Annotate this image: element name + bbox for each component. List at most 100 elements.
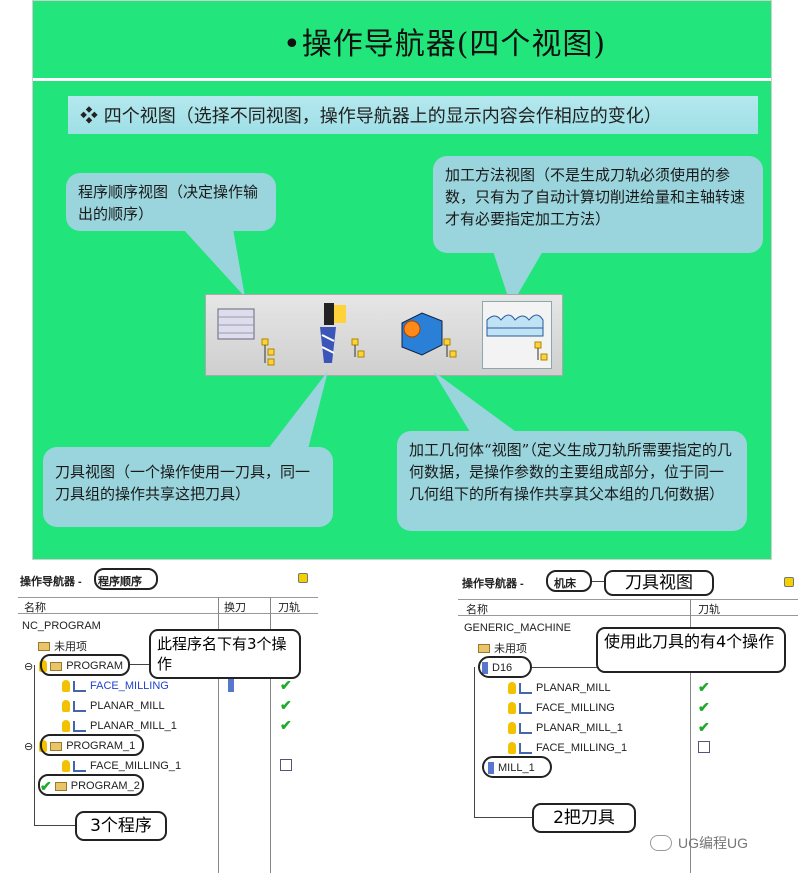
bubble-tool-pointer xyxy=(268,371,328,449)
program-order-icon xyxy=(217,308,275,366)
method-view-button[interactable] xyxy=(482,301,552,369)
check-icon: ✔ xyxy=(40,777,52,794)
callout-programs: 3个程序 xyxy=(75,811,167,841)
pin-icon[interactable] xyxy=(784,577,794,587)
unused-label: 未用项 xyxy=(494,643,527,655)
view-label: 刀具视图 xyxy=(604,570,714,596)
right-nav-header: 操作导航器 - xyxy=(462,578,524,590)
bubble-program-order: 程序顺序视图（决定操作输出的顺序） xyxy=(66,173,276,231)
tree-root[interactable]: NC_PROGRAM xyxy=(22,620,101,632)
path-ok-icon: ✔ xyxy=(698,719,710,735)
bulb-icon xyxy=(62,760,70,772)
bubble-method: 加工方法视图（不是生成刀轨必须使用的参数，只有为了自动计算切削进给量和主轴转速才… xyxy=(433,156,763,253)
slide-title: •操作导航器(四个视图) xyxy=(283,27,607,62)
op3-label: PLANAR_MILL_1 xyxy=(90,720,177,732)
slide: •操作导航器(四个视图) ❖ 四个视图（选择不同视图，操作导航器上的显示内容会作… xyxy=(32,0,772,560)
tool1-ring xyxy=(478,656,532,678)
program1-ring xyxy=(40,734,144,756)
op1-label: FACE_MILLING xyxy=(90,680,169,692)
callout-ops: 此程序名下有3个操作 xyxy=(149,629,301,679)
path-pending-icon xyxy=(698,741,710,753)
folder-icon xyxy=(54,781,67,791)
op3-label: PLANAR_MILL_1 xyxy=(536,722,623,734)
tree-op4[interactable]: FACE_MILLING_1 xyxy=(508,739,627,757)
operation-icon xyxy=(73,700,86,712)
tree-op1[interactable]: FACE_MILLING xyxy=(62,677,169,695)
unused-label: 未用项 xyxy=(54,641,87,653)
folder-icon xyxy=(50,741,63,751)
view-toolbar xyxy=(205,294,563,376)
folder-icon xyxy=(38,641,50,651)
bubble-method-pointer xyxy=(493,251,543,306)
tree-op3[interactable]: PLANAR_MILL_1 xyxy=(508,719,623,737)
tree-program2[interactable]: ✔ PROGRAM_2 xyxy=(40,777,140,795)
col-divider xyxy=(458,615,798,616)
program-label: PROGRAM xyxy=(66,660,124,672)
folder-icon xyxy=(50,661,63,671)
program-order-view-button[interactable] xyxy=(212,301,282,369)
tool1-label: D16 xyxy=(492,662,513,674)
operation-icon xyxy=(73,680,86,692)
col-sep xyxy=(690,599,691,873)
col-divider xyxy=(18,613,318,614)
pin-icon[interactable] xyxy=(298,573,308,583)
callout-line xyxy=(130,664,150,665)
left-view-ring xyxy=(94,568,158,590)
tree-op2[interactable]: PLANAR_MILL xyxy=(62,697,165,715)
folder-icon xyxy=(478,643,490,653)
callout-tool-ops: 使用此刀具的有4个操作 xyxy=(596,627,786,673)
op2-label: PLANAR_MILL xyxy=(90,700,165,712)
program-ring xyxy=(40,654,130,676)
tree-root[interactable]: GENERIC_MACHINE xyxy=(464,622,571,634)
watermark-label: UG编程UG xyxy=(678,835,748,851)
tree-op2[interactable]: FACE_MILLING xyxy=(508,699,615,717)
left-nav-view[interactable]: 程序顺序 xyxy=(98,576,142,588)
header-divider xyxy=(18,597,318,598)
left-nav-header: 操作导航器 - xyxy=(20,576,82,588)
path-ok-icon: ✔ xyxy=(280,697,292,713)
bracket-line xyxy=(34,825,76,826)
tool-view-button[interactable] xyxy=(302,301,372,369)
tree-op4[interactable]: FACE_MILLING_1 xyxy=(62,757,181,775)
operation-icon xyxy=(519,722,532,734)
left-col-name[interactable]: 名称 xyxy=(24,602,46,614)
tool2-ring xyxy=(482,756,552,778)
right-col-path[interactable]: 刀轨 xyxy=(698,604,720,616)
path-ok-icon: ✔ xyxy=(698,699,710,715)
title-band: •操作导航器(四个视图) xyxy=(33,1,771,81)
right-nav-view[interactable]: 机床 xyxy=(554,578,576,590)
op4-label: FACE_MILLING_1 xyxy=(536,742,628,754)
program2-label: PROGRAM_2 xyxy=(70,780,140,792)
tool2-label: MILL_1 xyxy=(498,762,535,774)
bulb-icon xyxy=(62,720,70,732)
tool-icon xyxy=(320,303,365,363)
bracket-line xyxy=(474,667,475,817)
path-pending-icon xyxy=(280,759,292,771)
bubble-tool: 刀具视图（一个操作使用一刀具，同一刀具组的操作共享这把刀具） xyxy=(43,447,333,527)
path-ok-icon: ✔ xyxy=(280,677,292,693)
bubble-program-pointer xyxy=(183,229,245,297)
view-label-line xyxy=(592,581,604,582)
right-col-name[interactable]: 名称 xyxy=(466,604,488,616)
method-icon xyxy=(486,314,548,361)
op1-label: PLANAR_MILL xyxy=(536,682,611,694)
operation-icon xyxy=(73,720,86,732)
bracket-line xyxy=(474,817,534,818)
bulb-icon xyxy=(508,742,516,754)
tree-unused[interactable]: 未用项 xyxy=(478,639,527,657)
geometry-view-button[interactable] xyxy=(392,301,462,369)
path-ok-icon: ✔ xyxy=(280,717,292,733)
op2-label: FACE_MILLING xyxy=(536,702,615,714)
right-operation-navigator: 操作导航器 - 机床 刀具视图 名称 刀轨 GENERIC_MACHINE 未用… xyxy=(458,567,798,873)
tree-unused[interactable]: 未用项 xyxy=(38,637,87,655)
left-col-path[interactable]: 刀轨 xyxy=(278,602,300,614)
operation-icon xyxy=(73,760,86,772)
tree-op3[interactable]: PLANAR_MILL_1 xyxy=(62,717,177,735)
bulb-icon xyxy=(508,702,516,714)
right-view-ring xyxy=(546,570,592,592)
left-col-tool-change[interactable]: 换刀 xyxy=(224,602,246,614)
bubble-geometry-pointer xyxy=(433,371,523,437)
tree-op1[interactable]: PLANAR_MILL xyxy=(508,679,611,697)
bulb-icon xyxy=(508,722,516,734)
path-ok-icon: ✔ xyxy=(698,679,710,695)
